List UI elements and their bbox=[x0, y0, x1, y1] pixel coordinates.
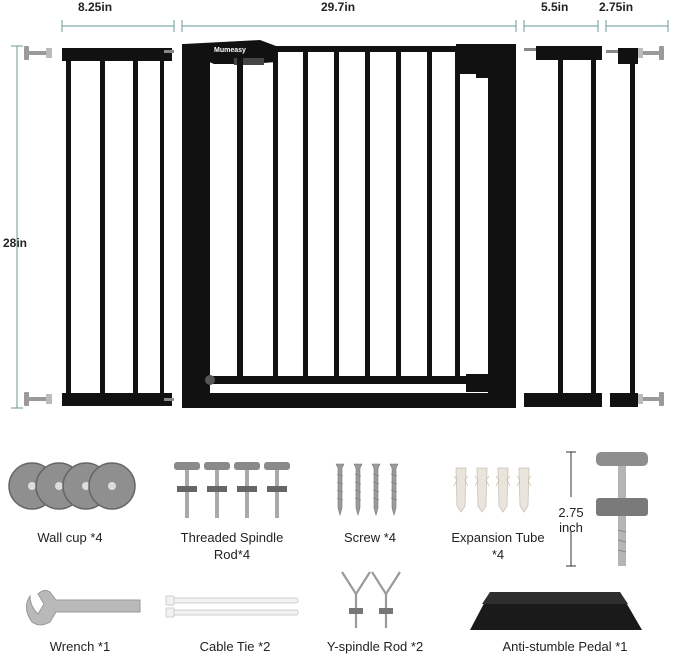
cable-tie-icon bbox=[165, 595, 299, 618]
expansion-tube-icon bbox=[453, 467, 532, 513]
main-gate bbox=[182, 40, 516, 408]
large-spindle-rod-icon bbox=[596, 452, 648, 566]
y-spindle-rod-icon bbox=[341, 571, 401, 628]
extension-panel-8-25 bbox=[62, 48, 174, 406]
part-label-anti-stumble-pedal: Anti-stumble Pedal *1 bbox=[502, 639, 628, 654]
spindle-length-label: 2.75 inch bbox=[558, 505, 584, 535]
part-label-y-spindle-rod: Y-spindle Rod *2 bbox=[326, 639, 424, 654]
part-label-threaded-spindle-rod: Threaded Spindle Rod*4 bbox=[180, 530, 284, 562]
screw-icon bbox=[335, 463, 399, 517]
dimension-lines bbox=[11, 20, 669, 409]
part-label-expansion-tube: Expansion Tube *4 bbox=[451, 530, 545, 562]
spindle-left-bottom bbox=[24, 392, 52, 406]
brand-logo: Mumeasy bbox=[214, 47, 246, 54]
spindle-right-top bbox=[637, 46, 664, 60]
threaded-spindle-rod-icon bbox=[174, 462, 290, 518]
extension-panel-5-5 bbox=[524, 46, 602, 407]
extension-panel-2-75 bbox=[606, 48, 638, 407]
part-label-wall-cup: Wall cup *4 bbox=[37, 530, 103, 545]
spindle-length-dimension bbox=[566, 451, 576, 567]
gate-width-label: 29.7in bbox=[321, 0, 356, 14]
part-label-screw: Screw *4 bbox=[343, 530, 397, 545]
spindle-left-top bbox=[24, 46, 52, 60]
part-label-cable-tie: Cable Tie *2 bbox=[199, 639, 271, 654]
part-label-wrench: Wrench *1 bbox=[49, 639, 111, 654]
panel-1-width-label: 8.25in bbox=[78, 0, 113, 14]
spindle-right-bottom bbox=[637, 392, 664, 406]
anti-stumble-pedal-icon bbox=[470, 592, 642, 630]
wrench-icon bbox=[26, 589, 141, 626]
wall-cup-icon bbox=[8, 462, 136, 510]
panel-3-width-label: 2.75in bbox=[599, 0, 634, 14]
height-label: 28in bbox=[3, 236, 28, 250]
panel-2-width-label: 5.5in bbox=[541, 0, 569, 14]
